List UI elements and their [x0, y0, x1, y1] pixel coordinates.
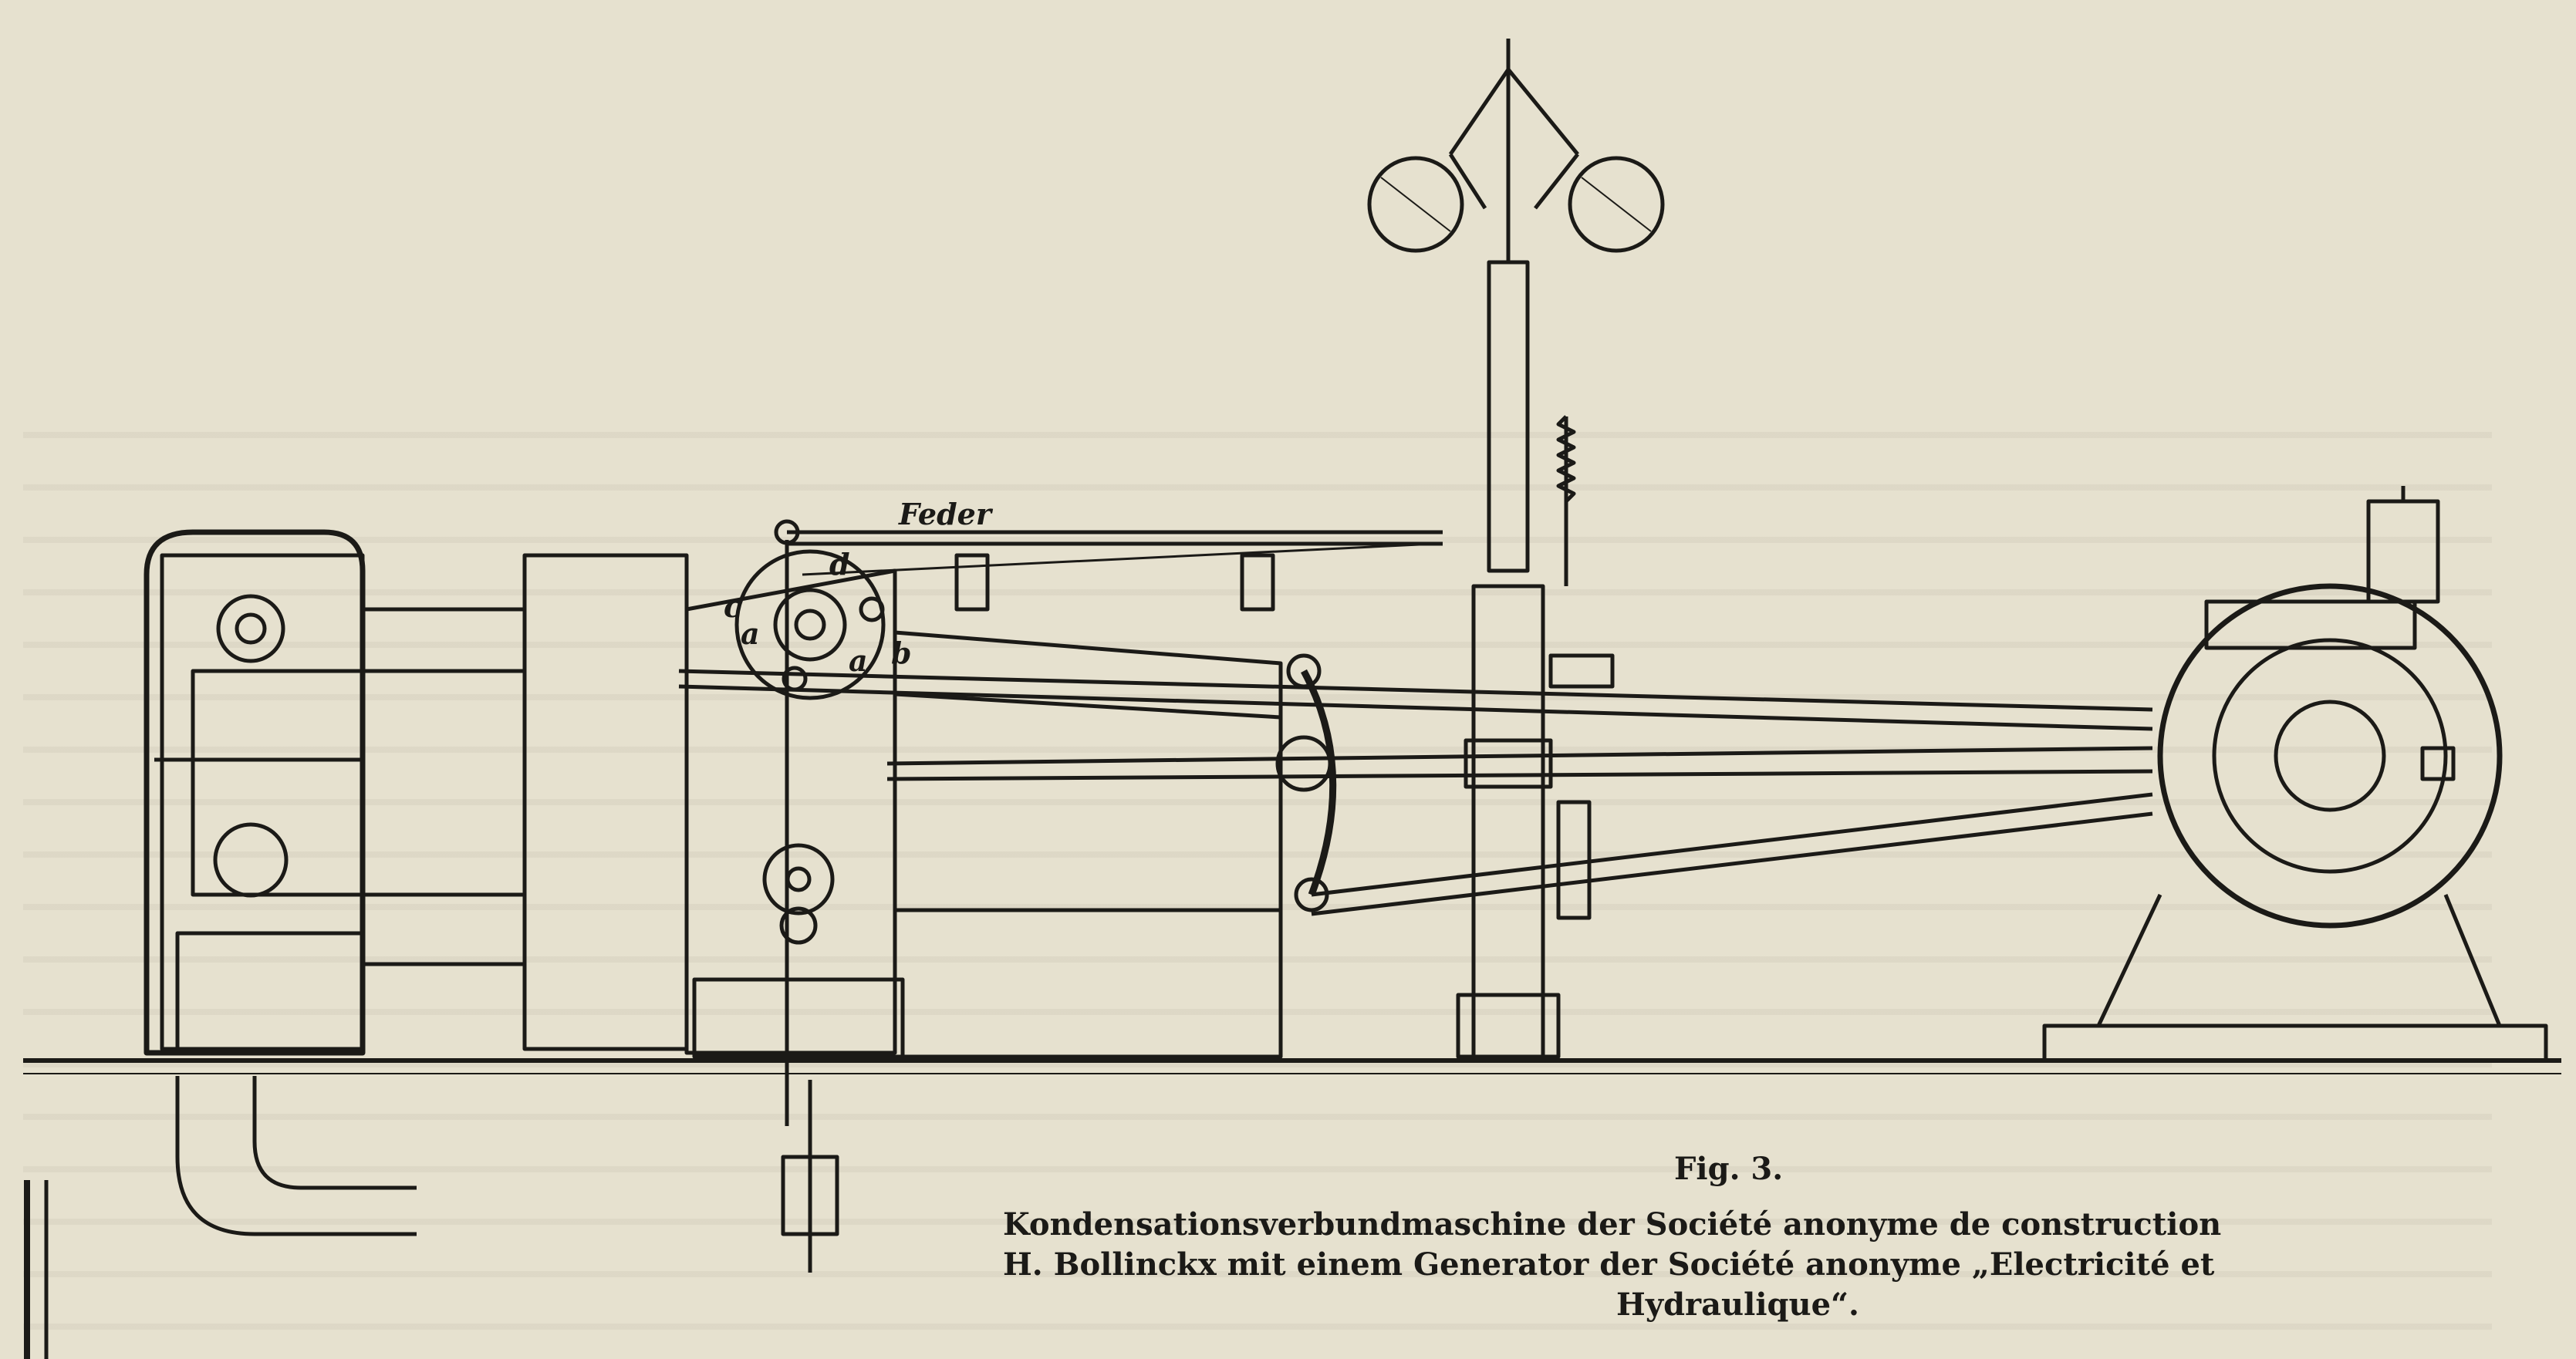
governor-column — [1456, 39, 1576, 1059]
caption-line-3: Hydraulique“. — [1616, 1286, 1859, 1323]
caption-line-2: H. Bollinckx mit einem Generator der Soc… — [1003, 1246, 2215, 1283]
connecting-rods — [678, 653, 2153, 920]
valve-gear — [734, 519, 886, 1273]
exhaust-pipe — [24, 1076, 417, 1359]
fly-ball-governor — [1367, 68, 1665, 253]
label-c: c — [724, 589, 741, 624]
label-d: d — [829, 547, 850, 582]
steam-cylinder — [143, 529, 689, 1056]
spring-rod — [787, 530, 1443, 612]
caption-line-1: Kondensationsverbundmaschine der Société… — [1003, 1206, 2222, 1243]
label-a-right: a — [849, 643, 868, 678]
label-b: b — [891, 636, 912, 670]
label-a-left: a — [741, 616, 760, 651]
figure-caption: Kondensationsverbundmaschine der Société… — [1003, 1205, 2473, 1325]
engine-frame — [684, 568, 1283, 1059]
floor — [23, 1058, 2561, 1074]
figure-label: Fig. 3. — [1674, 1151, 1784, 1187]
generator — [2042, 486, 2548, 1063]
spring-label: Feder — [898, 497, 994, 531]
